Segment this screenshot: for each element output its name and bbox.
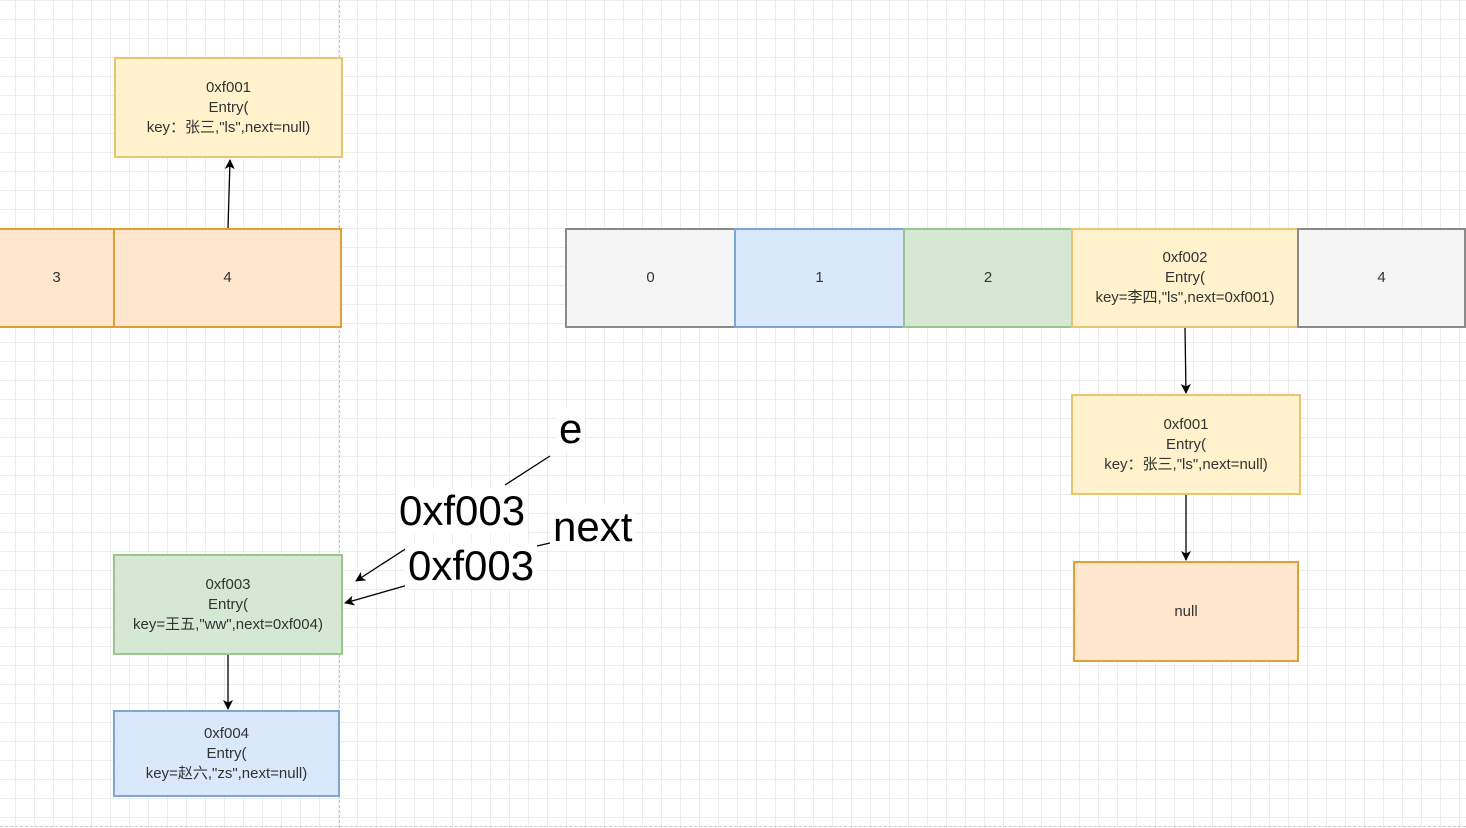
right-table-cell-3: 0xf002 Entry( key=李四,"ls",next=0xf001) [1071, 228, 1299, 328]
page-divider-vertical [339, 0, 340, 828]
arrow-e-value-to-wangwu [355, 545, 411, 582]
arrow-lisi-to-zhangsan [1180, 327, 1191, 394]
label-e-value: 0xf003 [396, 488, 529, 534]
right-table-cell-1: 1 [734, 228, 905, 328]
right-table-cell-2: 2 [903, 228, 1073, 328]
arrow-next-to-wangwu [536, 542, 551, 547]
right-entry-zhangsan: 0xf001 Entry( key：张三,"ls",next=null) [1071, 394, 1301, 495]
arrow-bucket4-to-zhangsan [224, 159, 235, 229]
left-entry-wangwu: 0xf003 Entry( key=王五,"ww",next=0xf004) [113, 554, 343, 655]
left-bucket-cell-3: 3 [0, 228, 115, 328]
label-next-value: 0xf003 [405, 543, 538, 589]
page-divider-horizontal [0, 826, 1466, 827]
label-next: next [550, 504, 636, 550]
right-null-node: null [1073, 561, 1299, 662]
arrow-next-value-to-wangwu [344, 584, 409, 606]
right-table-cell-0: 0 [565, 228, 736, 328]
left-entry-zhaoliu: 0xf004 Entry( key=赵六,"zs",next=null) [113, 710, 340, 797]
left-bucket-cell-4: 4 [113, 228, 342, 328]
left-entry-zhangsan: 0xf001 Entry( key：张三,"ls",next=null) [114, 57, 343, 158]
arrow-e-to-wangwu [504, 455, 551, 486]
label-e: e [556, 406, 586, 452]
right-table-cell-4: 4 [1297, 228, 1466, 328]
